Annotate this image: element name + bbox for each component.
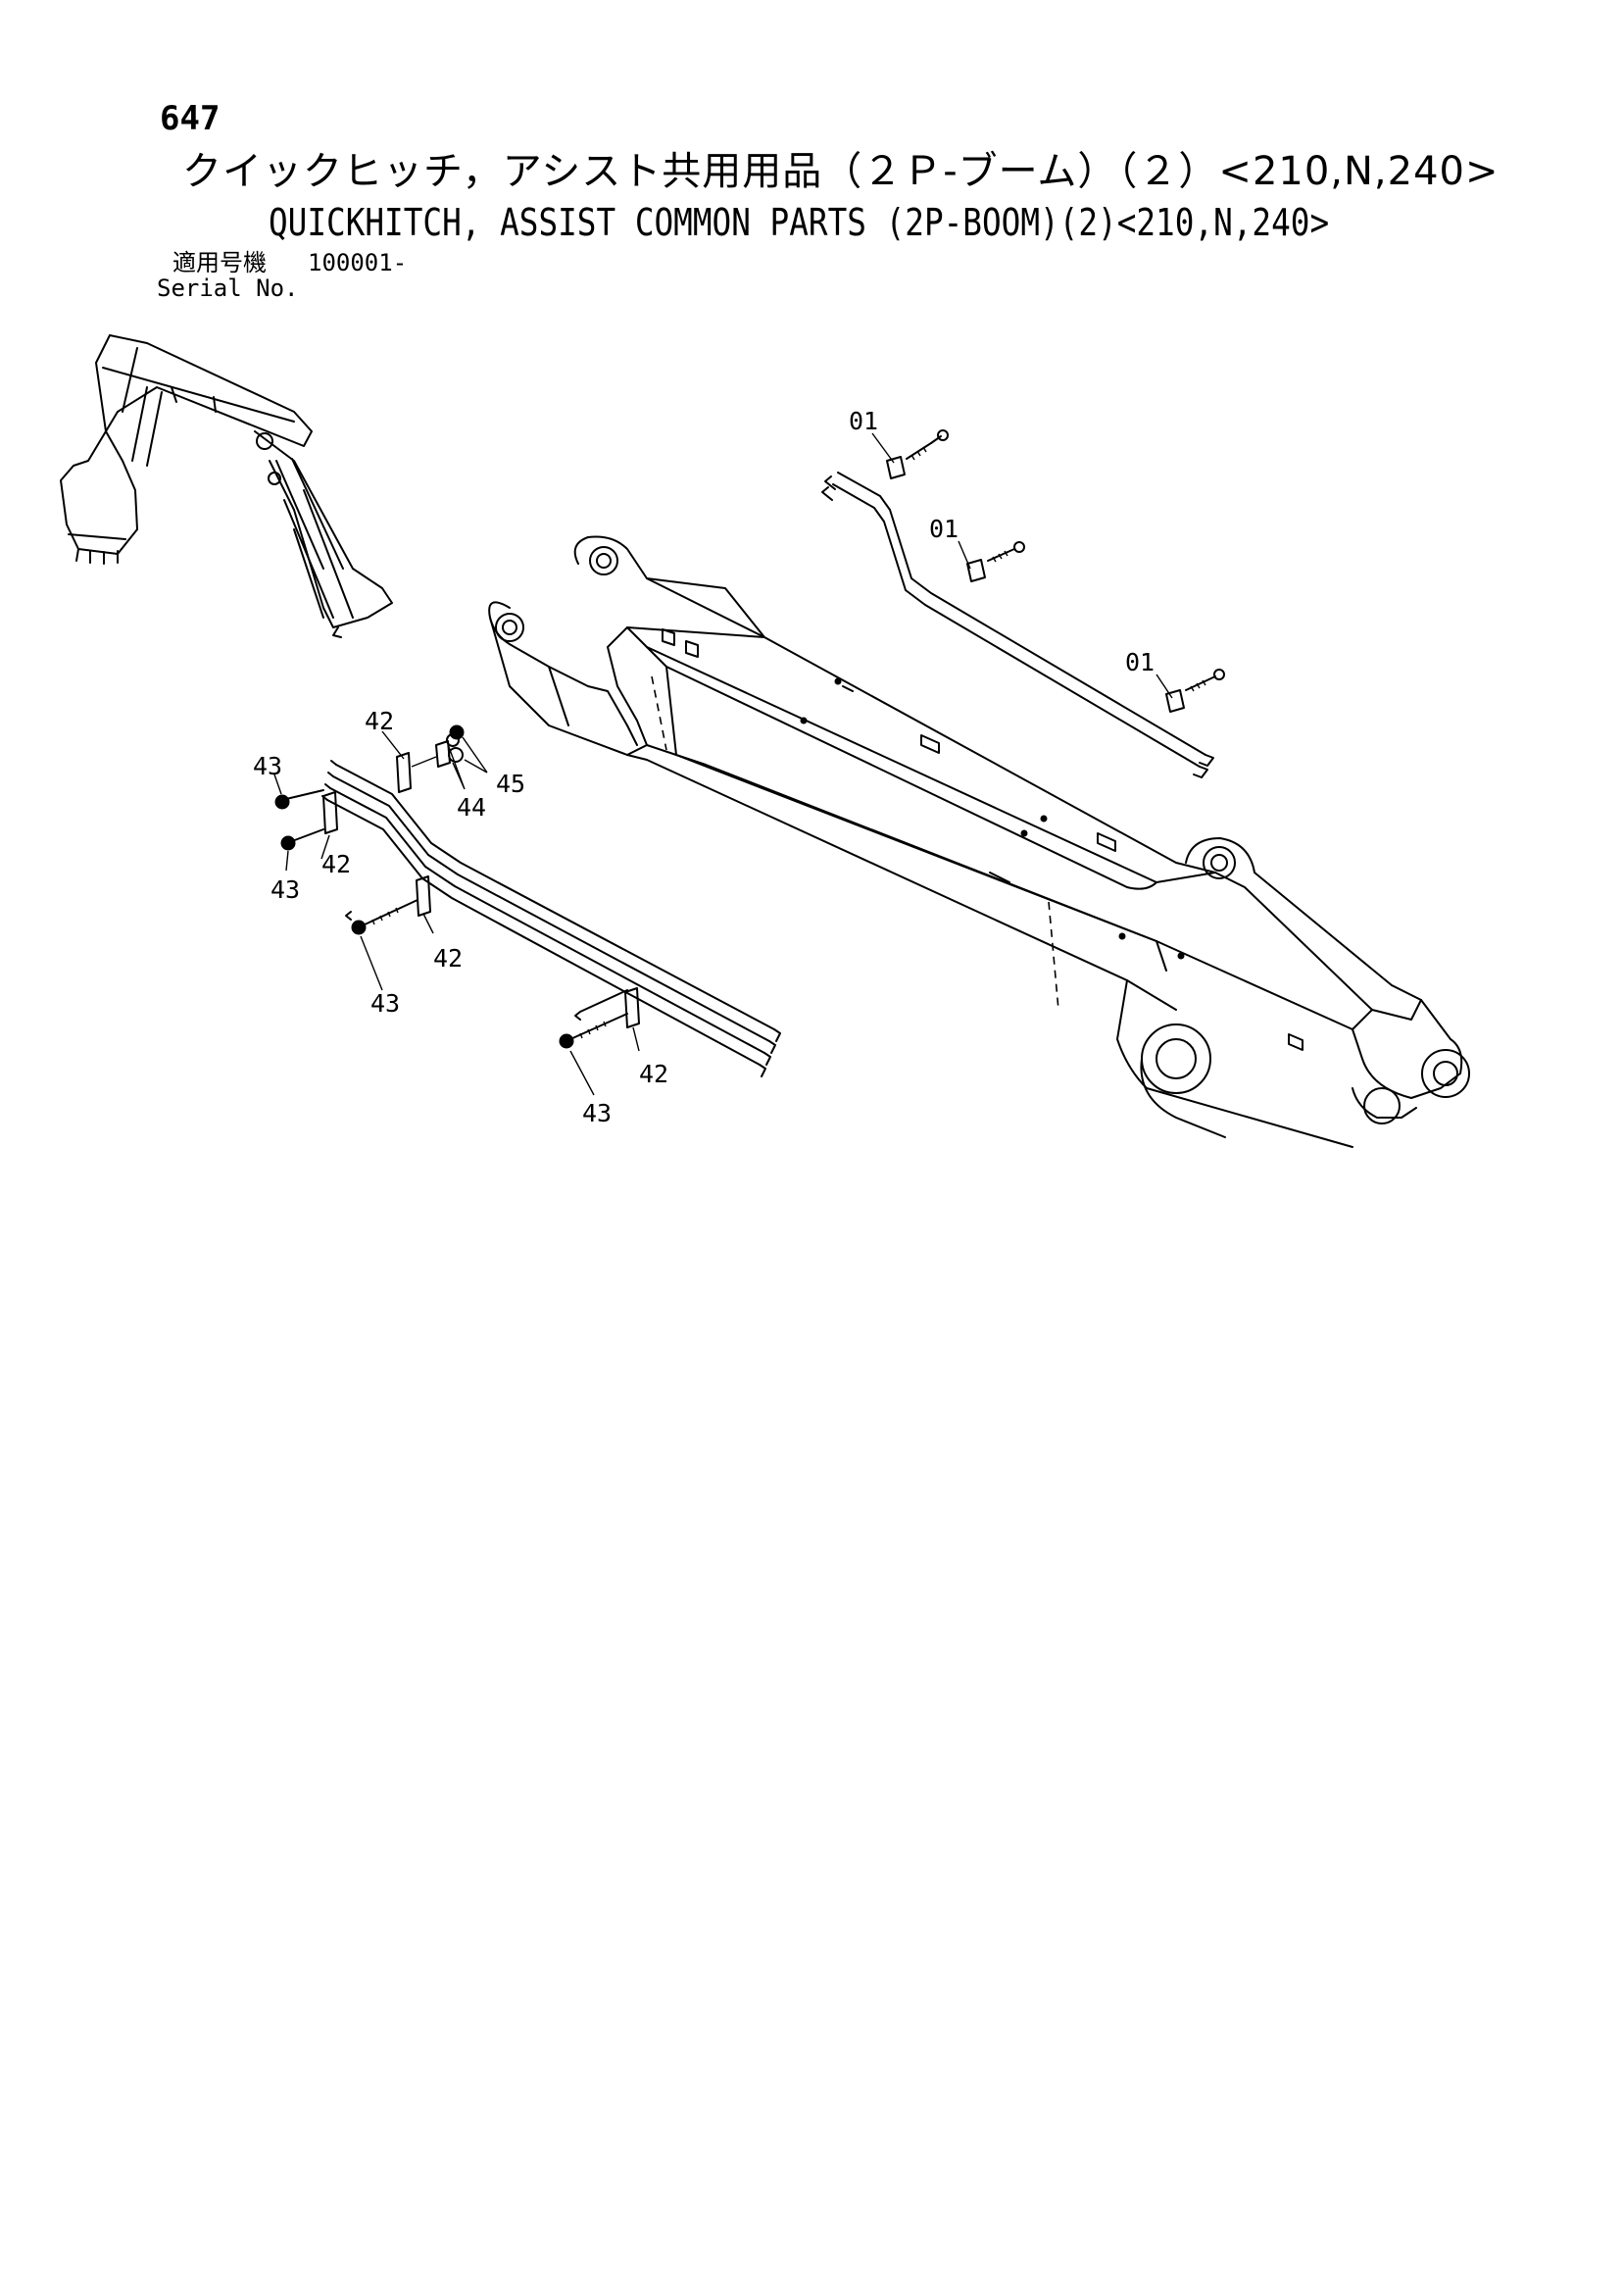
- serial-number-value: 100001-: [308, 249, 408, 276]
- page-number: 647: [160, 99, 221, 138]
- clamp-42-top: [396, 724, 465, 793]
- clamp-42-third: [345, 875, 431, 935]
- callout-42-top: 42: [365, 707, 394, 735]
- serial-label-japanese: 適用号機: [172, 249, 267, 276]
- boom-illustration: [488, 535, 1470, 1148]
- callout-43-fourth: 43: [582, 1099, 612, 1127]
- clamp-01-middle: [966, 541, 1025, 582]
- clamp-01-bottom: [1165, 669, 1225, 713]
- clamp-42-second: [322, 791, 338, 834]
- callout-43-third: 43: [370, 989, 400, 1018]
- clamp-01-top: [886, 429, 949, 479]
- callout-01-middle: 01: [929, 515, 959, 543]
- serial-label-english: Serial No.: [157, 275, 299, 302]
- lower-pipe-assembly: [321, 760, 781, 1077]
- page-title-japanese: クイックヒッチ，アシスト共用用品（２Ｐ-ブーム）（２）<210,N,240>: [182, 149, 1500, 194]
- bolt-43-first: [274, 789, 324, 810]
- callout-45: 45: [496, 770, 525, 798]
- callout-44: 44: [457, 793, 486, 822]
- clamp-42-fourth: [559, 987, 640, 1049]
- callout-01-top: 01: [849, 407, 878, 435]
- page-title-english: QUICKHITCH, ASSIST COMMON PARTS (2P-BOOM…: [269, 201, 1330, 244]
- callout-42-fourth: 42: [639, 1060, 668, 1088]
- callout-42-second: 42: [321, 850, 351, 878]
- callout-01-bottom: 01: [1125, 648, 1155, 676]
- excavator-overview-illustration: [60, 334, 393, 638]
- callout-42-third: 42: [433, 944, 463, 973]
- bolt-43-second: [280, 828, 324, 851]
- callout-43-second: 43: [270, 875, 300, 904]
- callout-43-first: 43: [253, 752, 282, 780]
- upper-pipe-assembly: [821, 472, 1214, 778]
